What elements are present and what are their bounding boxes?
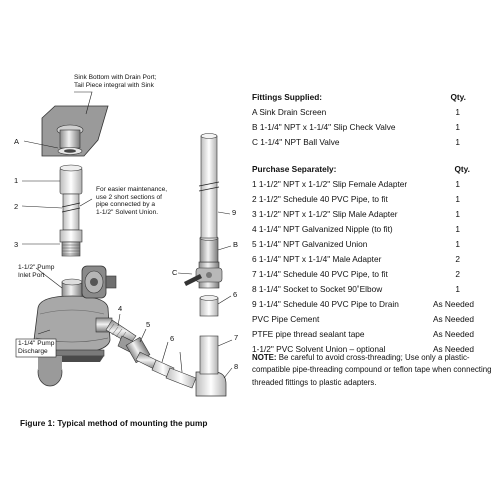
purchase-qty: As Needed bbox=[432, 314, 474, 324]
inlet-port-label: 1-1/2" Pump Inlet Port bbox=[18, 264, 55, 279]
purchase-header-row: Purchase Separately: Qty. bbox=[252, 164, 474, 176]
purchase-item: 8 1-1/4" Socket to Socket 90˚Elbow bbox=[252, 284, 383, 294]
table-row: B 1-1/4" NPT x 1-1/4" Slip Check Valve 1 bbox=[252, 122, 474, 134]
table-row: 5 1-1/4" NPT Galvanized Union 1 bbox=[252, 239, 474, 251]
purchase-item: 4 1-1/4" NPT Galvanized Nipple (to fit) bbox=[252, 224, 393, 234]
note-paragraph: NOTE: Be careful to avoid cross-threadin… bbox=[252, 352, 492, 389]
purchase-qty: 1 bbox=[455, 209, 460, 219]
callout-8: 8 bbox=[234, 362, 239, 371]
ball-valve bbox=[184, 261, 223, 289]
table-row: 8 1-1/4" Socket to Socket 90˚Elbow 1 bbox=[252, 284, 474, 296]
discharge-label-box bbox=[15, 338, 57, 358]
callout-4: 4 bbox=[118, 304, 123, 313]
purchase-item: 9 1-1/4" Schedule 40 PVC Pipe to Drain bbox=[252, 299, 399, 309]
purchase-qty: 1 bbox=[455, 194, 460, 204]
table-row: A Sink Drain Screen 1 bbox=[252, 107, 474, 119]
pump bbox=[33, 265, 117, 387]
purchase-qty: As Needed bbox=[432, 299, 474, 309]
purchase-qty: 1 bbox=[455, 284, 460, 294]
table-row: 1 1-1/2" NPT x 1-1/2" Slip Female Adapte… bbox=[252, 179, 474, 191]
fitting-item: A Sink Drain Screen bbox=[252, 107, 327, 117]
table-row: 3 1-1/2" NPT x 1-1/2" Slip Male Adapter 1 bbox=[252, 209, 474, 221]
purchase-item: 7 1-1/4" Schedule 40 PVC Pipe, to fit bbox=[252, 269, 388, 279]
callout-1: 1 bbox=[14, 176, 19, 185]
fitting-item: C 1-1/4" NPT Ball Valve bbox=[252, 137, 340, 147]
table-row: 4 1-1/4" NPT Galvanized Nipple (to fit) 1 bbox=[252, 224, 474, 236]
purchase-item: 2 1-1/2" Schedule 40 PVC Pipe, to fit bbox=[252, 194, 388, 204]
maintenance-note-label: For easier maintenance, use 2 short sect… bbox=[96, 186, 168, 216]
purchase-item: 1 1-1/2" NPT x 1-1/2" Slip Female Adapte… bbox=[252, 179, 408, 189]
pump-discharge-label: 1-1/4" Pump Discharge bbox=[18, 340, 55, 355]
table-row: 6 1-1/4" NPT x 1-1/4" Male Adapter 2 bbox=[252, 254, 474, 266]
purchase-qty: As Needed bbox=[432, 344, 474, 354]
elbow-90 bbox=[195, 371, 227, 397]
purchase-item: PTFE pipe thread sealant tape bbox=[252, 329, 365, 339]
purchase-header: Purchase Separately: bbox=[252, 164, 337, 174]
purchase-qty: As Needed bbox=[432, 329, 474, 339]
callout-a: A bbox=[14, 137, 20, 146]
table-row: PVC Pipe Cement As Needed bbox=[252, 314, 474, 326]
leader-lines bbox=[21, 91, 233, 379]
fittings-header-row: Fittings Supplied: Qty. bbox=[252, 92, 474, 104]
purchase-qty-header: Qty. bbox=[454, 164, 470, 174]
purchase-item: 5 1-1/4" NPT Galvanized Union bbox=[252, 239, 368, 249]
table-row: C 1-1/4" NPT Ball Valve 1 bbox=[252, 137, 474, 149]
purchase-qty: 1 bbox=[455, 224, 460, 234]
purchase-qty: 1 bbox=[455, 179, 460, 189]
fittings-header: Fittings Supplied: bbox=[252, 92, 323, 102]
female-adapter bbox=[59, 167, 83, 195]
purchase-item: 6 1-1/4" NPT x 1-1/4" Male Adapter bbox=[252, 254, 382, 264]
sink-bottom bbox=[41, 105, 109, 157]
fitting-qty: 1 bbox=[455, 107, 460, 117]
purchase-qty: 2 bbox=[455, 254, 460, 264]
callout-3: 3 bbox=[14, 240, 19, 249]
callout-6-left: 6 bbox=[170, 334, 175, 343]
fitting-qty: 1 bbox=[455, 122, 460, 132]
table-row: 1-1/2" PVC Solvent Union – optional As Ne… bbox=[252, 344, 474, 356]
pvc-pipe-upper bbox=[62, 193, 80, 231]
purchase-item: 3 1-1/2" NPT x 1-1/2" Slip Male Adapter bbox=[252, 209, 398, 219]
callout-b: B bbox=[233, 240, 239, 249]
callout-6-right: 6 bbox=[233, 290, 238, 299]
sink-bottom-label: Sink Bottom with Drain Port; Tail Piece … bbox=[74, 74, 157, 89]
galvanized-union bbox=[117, 335, 161, 371]
fittings-qty-header: Qty. bbox=[450, 92, 466, 102]
table-row: PTFE pipe thread sealant tape As Needed bbox=[252, 329, 474, 341]
callout-c: C bbox=[172, 268, 178, 277]
purchase-item: PVC Pipe Cement bbox=[252, 314, 320, 324]
callout-5: 5 bbox=[146, 320, 151, 329]
table-row: 9 1-1/4" Schedule 40 PVC Pipe to Drain As… bbox=[252, 299, 474, 311]
note-text: Be careful to avoid cross-threading; Use… bbox=[252, 353, 492, 387]
purchase-item: 1-1/2" PVC Solvent Union – optional bbox=[252, 344, 386, 354]
male-adapter bbox=[59, 229, 83, 243]
table-row: 2 1-1/2" Schedule 40 PVC Pipe, to fit 1 bbox=[252, 194, 474, 206]
pvc-pipe-short bbox=[165, 367, 197, 389]
sink-drain-screen bbox=[57, 147, 83, 155]
purchase-qty: 2 bbox=[455, 269, 460, 279]
figure-caption: Figure 1: Typical method of mounting the… bbox=[20, 418, 208, 428]
purchase-qty: 1 bbox=[455, 239, 460, 249]
fitting-qty: 1 bbox=[455, 137, 460, 147]
note-label: NOTE: bbox=[252, 353, 277, 362]
pipe-to-drain bbox=[198, 133, 220, 239]
callout-2: 2 bbox=[14, 202, 19, 211]
callout-7: 7 bbox=[234, 333, 239, 342]
fitting-item: B 1-1/4" NPT x 1-1/4" Slip Check Valve bbox=[252, 122, 396, 132]
callout-9: 9 bbox=[232, 208, 237, 217]
pvc-pipe-vertical bbox=[199, 335, 219, 375]
check-valve bbox=[199, 235, 219, 263]
table-row: 7 1-1/4" Schedule 40 PVC Pipe, to fit 2 bbox=[252, 269, 474, 281]
